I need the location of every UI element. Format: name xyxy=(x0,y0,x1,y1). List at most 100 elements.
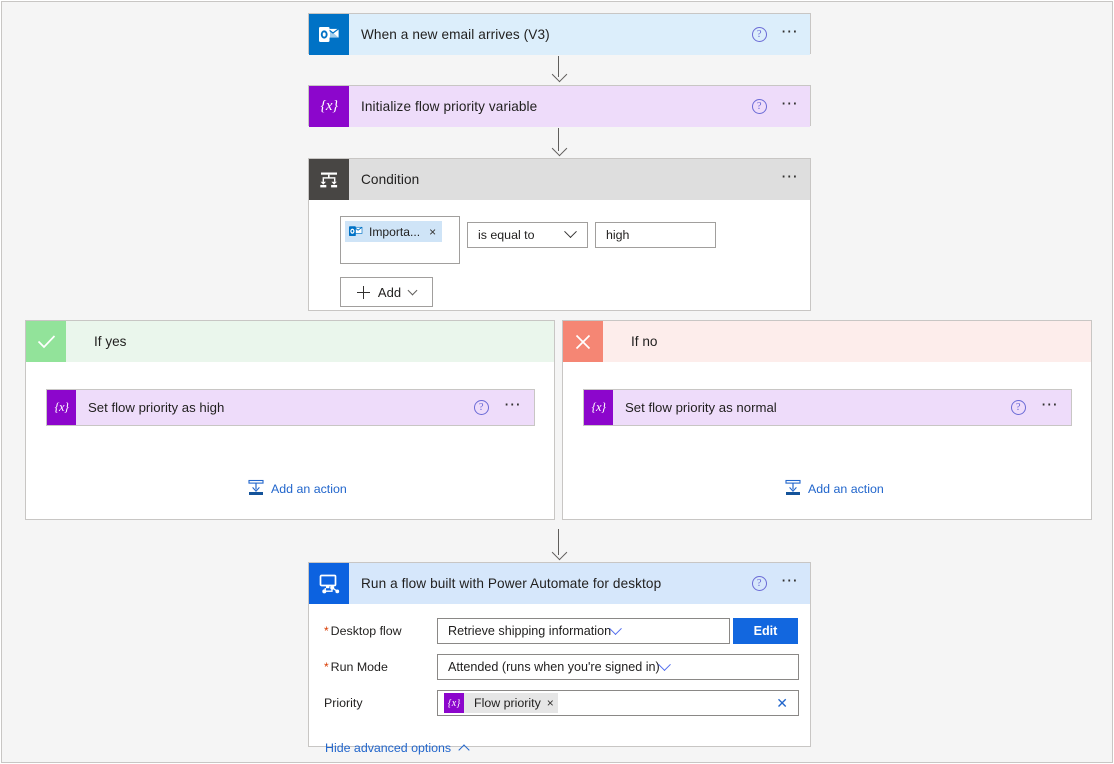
close-icon[interactable]: × xyxy=(429,224,437,239)
help-icon[interactable]: ? xyxy=(751,99,767,114)
desktop-flow-card-header[interactable]: Run a flow built with Power Automate for… xyxy=(309,563,810,604)
plus-icon xyxy=(356,285,370,299)
condition-row: Importa... × is equal to high xyxy=(340,216,810,264)
help-icon[interactable]: ? xyxy=(751,27,767,42)
ellipsis-icon[interactable]: ⋯ xyxy=(780,570,800,590)
field-row-priority: Priority {x} Flow priority × ✕ xyxy=(309,690,810,716)
condition-add-button[interactable]: Add xyxy=(340,277,433,307)
initialize-card-header[interactable]: {x} Initialize flow priority variable ? … xyxy=(309,86,810,127)
branch-action-header-actions: ? ⋯ xyxy=(473,390,525,425)
trigger-card-header[interactable]: When a new email arrives (V3) ? ⋯ xyxy=(309,14,810,55)
branch-add-action-label: Add an action xyxy=(271,482,347,496)
desktop-flow-header-actions: ? ⋯ xyxy=(751,563,802,604)
ellipsis-icon[interactable]: ⋯ xyxy=(503,394,523,414)
desktop-flow-selected-value: Retrieve shipping information xyxy=(448,624,612,638)
help-icon[interactable]: ? xyxy=(1010,400,1026,415)
branch-if-yes-label: If yes xyxy=(94,334,127,349)
run-mode-label-text: Run Mode xyxy=(330,660,388,674)
condition-title: Condition xyxy=(361,172,420,187)
connector-arrow xyxy=(551,128,567,158)
help-icon[interactable]: ? xyxy=(473,400,489,415)
priority-field-label: Priority xyxy=(324,696,437,710)
branch-add-action-label: Add an action xyxy=(808,482,884,496)
connector-arrow xyxy=(551,56,567,84)
desktop-flow-control: Retrieve shipping information Edit xyxy=(437,618,798,644)
field-row-desktop-flow: * Desktop flow Retrieve shipping informa… xyxy=(309,618,810,644)
trigger-header-actions: ? ⋯ xyxy=(751,14,802,55)
branch-action-set-priority-high[interactable]: {x} Set flow priority as high ? ⋯ xyxy=(46,389,535,426)
chevron-down-icon xyxy=(609,621,622,635)
condition-value-input[interactable]: high xyxy=(595,222,716,248)
close-icon[interactable]: × xyxy=(546,696,554,710)
condition-token-label: Importa... xyxy=(369,224,421,239)
advanced-options-toggle[interactable]: Hide advanced options xyxy=(325,741,470,756)
priority-input[interactable]: {x} Flow priority × ✕ xyxy=(437,690,799,716)
condition-card[interactable]: Condition ⋯ xyxy=(308,158,811,311)
branch-action-set-priority-normal[interactable]: {x} Set flow priority as normal ? ⋯ xyxy=(583,389,1072,426)
run-mode-selected-value: Attended (runs when you're signed in) xyxy=(448,660,660,674)
condition-operator-select[interactable]: is equal to xyxy=(467,222,588,248)
ellipsis-icon[interactable]: ⋯ xyxy=(780,93,800,113)
condition-body: Importa... × is equal to high Add xyxy=(309,200,810,307)
priority-token-label: Flow priority xyxy=(474,696,541,710)
branch-if-yes-header: If yes xyxy=(26,321,554,362)
chevron-down-icon xyxy=(564,225,577,239)
required-asterisk: * xyxy=(324,624,329,638)
branch-if-yes: If yes {x} Set flow priority as high ? ⋯ xyxy=(25,320,555,520)
chevron-down-icon xyxy=(657,657,671,671)
priority-label-text: Priority xyxy=(324,696,363,710)
priority-token-chip[interactable]: {x} Flow priority × xyxy=(444,693,558,713)
branch-if-no-label: If no xyxy=(631,334,658,349)
initialize-title: Initialize flow priority variable xyxy=(361,99,538,114)
ellipsis-icon[interactable]: ⋯ xyxy=(780,21,800,41)
condition-card-header[interactable]: Condition ⋯ xyxy=(309,159,810,200)
variable-icon: {x} xyxy=(444,693,464,713)
check-icon xyxy=(26,321,66,362)
desktop-flow-label-text: Desktop flow xyxy=(330,624,402,638)
condition-operator-value: is equal to xyxy=(478,228,535,242)
help-icon[interactable]: ? xyxy=(751,576,767,591)
action-card-initialize-variable[interactable]: {x} Initialize flow priority variable ? … xyxy=(308,85,811,127)
condition-operand-field[interactable]: Importa... × xyxy=(340,216,460,264)
trigger-title: When a new email arrives (V3) xyxy=(361,27,550,42)
trigger-card-email[interactable]: When a new email arrives (V3) ? ⋯ xyxy=(308,13,811,55)
insert-action-icon xyxy=(785,479,801,499)
desktop-flow-field-label: * Desktop flow xyxy=(324,624,437,638)
condition-add-label: Add xyxy=(377,284,402,300)
variable-icon: {x} xyxy=(47,390,76,425)
chevron-down-icon xyxy=(407,285,418,295)
variable-icon: {x} xyxy=(309,86,349,127)
desktop-flow-icon xyxy=(309,563,349,604)
branch-add-action-link[interactable]: Add an action xyxy=(248,479,347,499)
advanced-options-label: Hide advanced options xyxy=(325,741,452,755)
required-asterisk: * xyxy=(324,660,329,674)
branch-action-title: Set flow priority as high xyxy=(88,400,225,415)
condition-value-text: high xyxy=(606,228,630,242)
branch-if-no: If no {x} Set flow priority as normal ? … xyxy=(562,320,1092,520)
desktop-flow-select[interactable]: Retrieve shipping information xyxy=(437,618,730,644)
run-mode-field-label: * Run Mode xyxy=(324,660,437,674)
outlook-icon xyxy=(347,223,364,240)
branch-if-no-header: If no xyxy=(563,321,1091,362)
branch-add-action-link[interactable]: Add an action xyxy=(785,479,884,499)
outlook-icon xyxy=(309,14,349,55)
clear-icon[interactable]: ✕ xyxy=(776,695,788,711)
ellipsis-icon[interactable]: ⋯ xyxy=(780,166,800,186)
run-mode-select[interactable]: Attended (runs when you're signed in) xyxy=(437,654,799,680)
condition-header-actions: ⋯ xyxy=(781,159,802,200)
condition-token-chip[interactable]: Importa... × xyxy=(345,221,443,242)
condition-icon xyxy=(309,159,349,200)
branch-action-header-actions: ? ⋯ xyxy=(1010,390,1062,425)
edit-button[interactable]: Edit xyxy=(733,618,798,644)
variable-icon: {x} xyxy=(584,390,613,425)
insert-action-icon xyxy=(248,479,264,499)
close-icon xyxy=(563,321,603,362)
connector-arrow xyxy=(551,529,567,562)
branch-action-title: Set flow priority as normal xyxy=(625,400,777,415)
ellipsis-icon[interactable]: ⋯ xyxy=(1040,394,1060,414)
initialize-header-actions: ? ⋯ xyxy=(751,86,802,127)
desktop-flow-title: Run a flow built with Power Automate for… xyxy=(361,576,662,591)
desktop-flow-form: * Desktop flow Retrieve shipping informa… xyxy=(309,604,810,757)
action-card-desktop-flow[interactable]: Run a flow built with Power Automate for… xyxy=(308,562,811,756)
